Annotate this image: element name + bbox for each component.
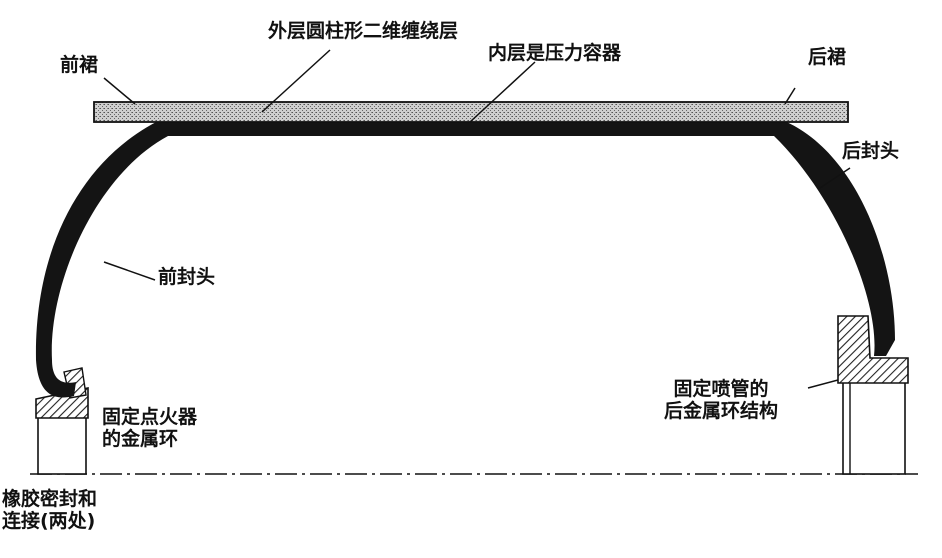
label-outer-winding-layer: 外层圆柱形二维缠绕层 bbox=[268, 20, 459, 42]
leader-lines bbox=[103, 49, 851, 389]
label-inner-pressure-vessel: 内层是压力容器 bbox=[488, 42, 622, 64]
label-igniter-metal-ring: 固定点火器 的金属环 bbox=[102, 406, 197, 451]
label-rubber-seal-line1: 橡胶密封和 bbox=[2, 488, 98, 510]
label-igniter-metal-ring-line2: 的金属环 bbox=[102, 428, 179, 451]
label-rear-head: 后封头 bbox=[842, 140, 900, 162]
label-front-skirt: 前裙 bbox=[60, 54, 99, 76]
label-nozzle-metal-ring-line1: 固定喷管的 bbox=[673, 378, 769, 400]
label-rubber-seal: 橡胶密封和 连接(两处) bbox=[2, 488, 97, 533]
outer-winding-layer bbox=[93, 101, 849, 123]
label-nozzle-metal-ring: 固定喷管的 后金属环结构 bbox=[664, 378, 778, 423]
label-rubber-seal-line2: 连接(两处) bbox=[2, 510, 96, 533]
label-rear-skirt: 后裙 bbox=[808, 46, 847, 68]
label-nozzle-metal-ring-line2: 后金属环结构 bbox=[664, 400, 779, 423]
label-front-head: 前封头 bbox=[158, 266, 216, 288]
pressure-vessel-wall bbox=[35, 120, 895, 398]
label-igniter-metal-ring-line1: 固定点火器 bbox=[102, 406, 198, 428]
rear-metal-ring bbox=[837, 315, 909, 475]
